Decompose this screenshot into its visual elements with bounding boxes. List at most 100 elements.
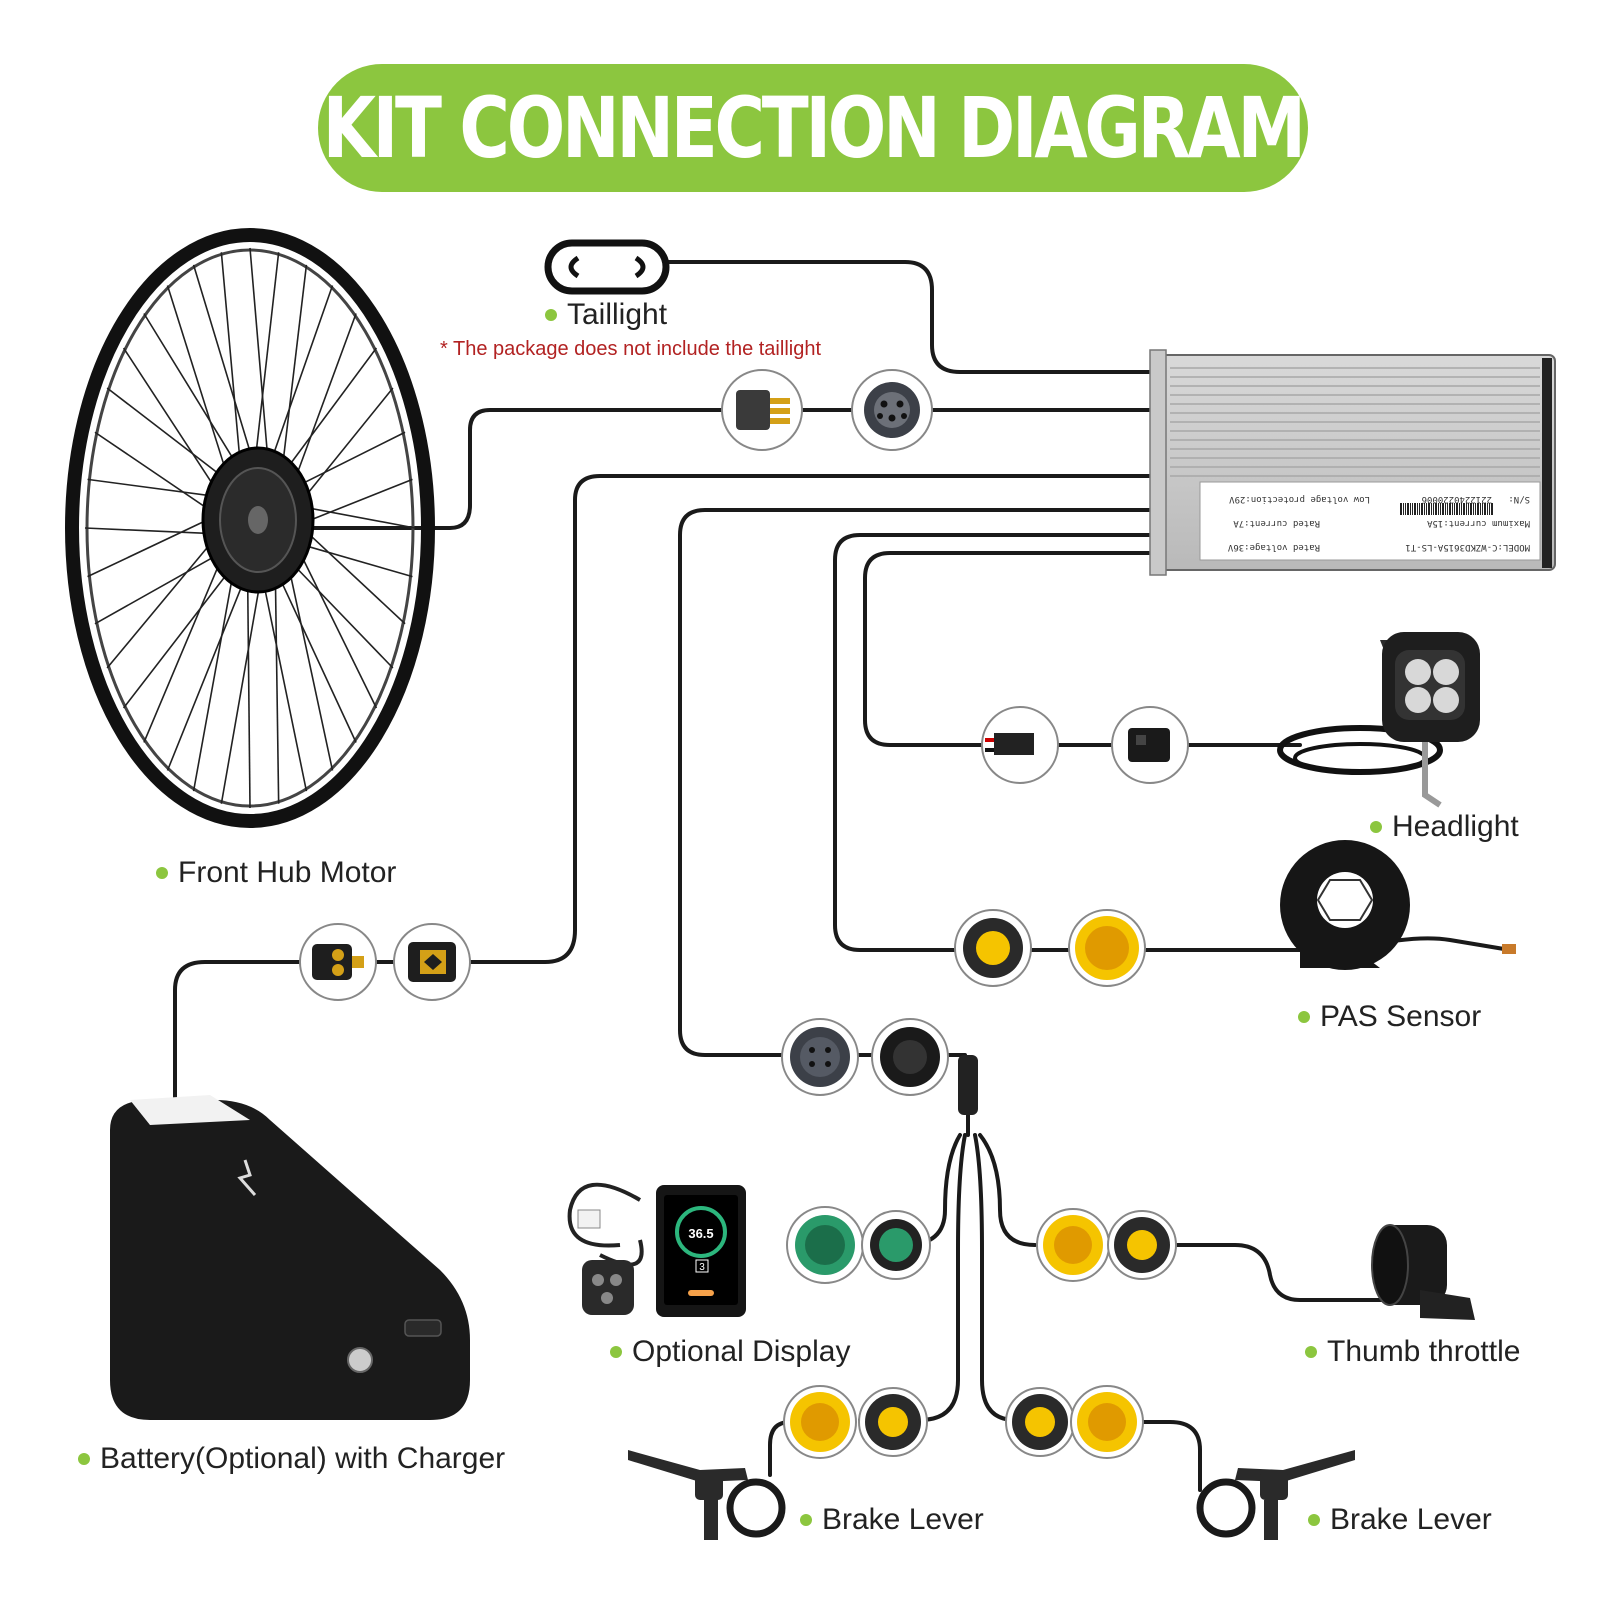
optional-display-label: Optional Display xyxy=(610,1335,850,1369)
display-gear: 3 xyxy=(699,1262,705,1273)
thumb-throttle-label: Thumb throttle xyxy=(1305,1335,1520,1369)
pas-sensor xyxy=(1280,840,1516,970)
motor-cable xyxy=(293,408,1152,530)
brake-left-connector-yellow xyxy=(783,1385,857,1459)
barcode-bar xyxy=(1452,503,1453,515)
wheel-spoke xyxy=(281,347,378,475)
controller-rated-voltage: Rated voltage:36V xyxy=(1227,542,1320,552)
bullet-dot xyxy=(1305,1346,1317,1358)
headlight-cable xyxy=(863,551,1302,747)
pas-connector-black xyxy=(954,909,1032,987)
barcode-bar xyxy=(1480,503,1481,515)
wheel-spoke xyxy=(87,515,217,578)
brake-right-connector-black xyxy=(1005,1387,1075,1457)
barcode-bar xyxy=(1447,503,1448,515)
wheel-spoke xyxy=(291,313,357,488)
motor-connector-male xyxy=(721,369,803,451)
front-hub-motor-label: Front Hub Motor xyxy=(156,856,396,890)
optional-display-label-text: Optional Display xyxy=(632,1335,851,1368)
brake-lever-left-label: Brake Lever xyxy=(800,1503,984,1537)
bullet-dot xyxy=(1298,1011,1310,1023)
wheel-spoke xyxy=(166,285,230,481)
barcode-bar xyxy=(1419,503,1420,515)
brake-lever-left xyxy=(628,1450,786,1540)
battery-cable xyxy=(173,474,1152,1102)
barcode-bar xyxy=(1431,503,1432,515)
wheel-spoke xyxy=(87,478,220,498)
harness-connector-female xyxy=(781,1018,859,1096)
bullet-dot xyxy=(545,309,557,321)
controller-serial: 2212240220006 xyxy=(1422,494,1492,504)
barcode-bar xyxy=(1491,503,1493,515)
wheel-spoke xyxy=(280,264,308,474)
barcode-bar xyxy=(1424,503,1425,515)
headlight xyxy=(1277,632,1480,808)
motor-connector-female xyxy=(851,369,933,451)
bullet-dot xyxy=(610,1346,622,1358)
barcode-bar xyxy=(1484,503,1486,515)
barcode-bar xyxy=(1482,503,1483,515)
wheel-spoke xyxy=(299,524,406,625)
barcode-bar xyxy=(1470,503,1472,515)
headlight-connector-female xyxy=(1111,706,1189,784)
front-hub-motor-wheel xyxy=(65,228,435,828)
taillight-cable xyxy=(658,260,1152,374)
battery-label: Battery(Optional) with Charger xyxy=(78,1442,505,1476)
barcode-bar xyxy=(1456,503,1458,515)
wheel-spoke xyxy=(122,565,235,709)
wheel-spoke xyxy=(268,285,334,467)
title-banner: KIT CONNECTION DIAGRAM xyxy=(318,64,1308,192)
display-speed: 36.5 xyxy=(688,1226,713,1241)
controller-rated-current: Rated current:7A xyxy=(1233,518,1320,528)
display-connector-female xyxy=(786,1206,864,1284)
barcode-bar xyxy=(1461,503,1462,515)
barcode-bar xyxy=(1403,503,1404,515)
optional-display: 36.5 3 xyxy=(567,1182,746,1317)
brake-right-cable xyxy=(1138,1420,1202,1492)
wheel-spoke xyxy=(192,566,236,792)
wheel-spoke xyxy=(299,478,413,525)
barcode-bar xyxy=(1426,503,1427,515)
wheel-spoke xyxy=(143,552,225,743)
wheel-spoke xyxy=(220,252,242,470)
brake-lever-right xyxy=(1196,1450,1355,1540)
controller: MODEL:C-WZKD3615A-LS-T1 Rated voltage:36… xyxy=(1149,349,1556,576)
brake-right-connector-yellow xyxy=(1070,1385,1144,1459)
barcode-bar xyxy=(1438,503,1439,515)
controller-max-current: Maximum current:15A xyxy=(1426,518,1530,528)
wheel-spoke xyxy=(298,505,416,529)
bullet-dot xyxy=(156,867,168,879)
barcode-bar xyxy=(1487,503,1488,515)
harness-cable xyxy=(678,508,1152,1057)
wheel-spoke xyxy=(296,542,413,578)
barcode-bar xyxy=(1435,503,1437,515)
barcode-bar xyxy=(1410,503,1411,515)
wheel-spoke xyxy=(246,574,251,809)
throttle-connector-black xyxy=(1107,1210,1177,1280)
controller-sn-label: S/N: xyxy=(1508,494,1530,504)
brake-left-connector-black xyxy=(858,1387,928,1457)
wheel-spoke xyxy=(249,247,270,466)
page-title: KIT CONNECTION DIAGRAM xyxy=(322,79,1306,177)
barcode-bar xyxy=(1417,503,1418,515)
brake-lever-left-label-text: Brake Lever xyxy=(822,1503,984,1536)
wheel-spoke xyxy=(286,559,334,771)
wheel-spoke xyxy=(297,387,394,506)
taillight-note: * The package does not include the taill… xyxy=(440,338,822,360)
cables xyxy=(173,260,1512,1492)
controller-low-voltage: Low voltage protection:29V xyxy=(1229,494,1370,504)
barcode-bar xyxy=(1473,503,1474,515)
taillight xyxy=(544,239,670,295)
wheel-spoke xyxy=(94,431,217,516)
harness-to-throttle xyxy=(978,1133,1037,1247)
wheel-spoke xyxy=(254,252,280,465)
barcode-bar xyxy=(1475,503,1476,515)
barcode-bar xyxy=(1489,503,1490,515)
wheel-spoke xyxy=(287,558,394,669)
pas-sensor-label-text: PAS Sensor xyxy=(1320,1000,1482,1033)
barcode-bar xyxy=(1440,503,1441,515)
bullet-dot xyxy=(1308,1514,1320,1526)
bullet-dot xyxy=(1370,821,1382,833)
bullet-dot xyxy=(800,1514,812,1526)
barcode-bar xyxy=(1405,503,1406,515)
